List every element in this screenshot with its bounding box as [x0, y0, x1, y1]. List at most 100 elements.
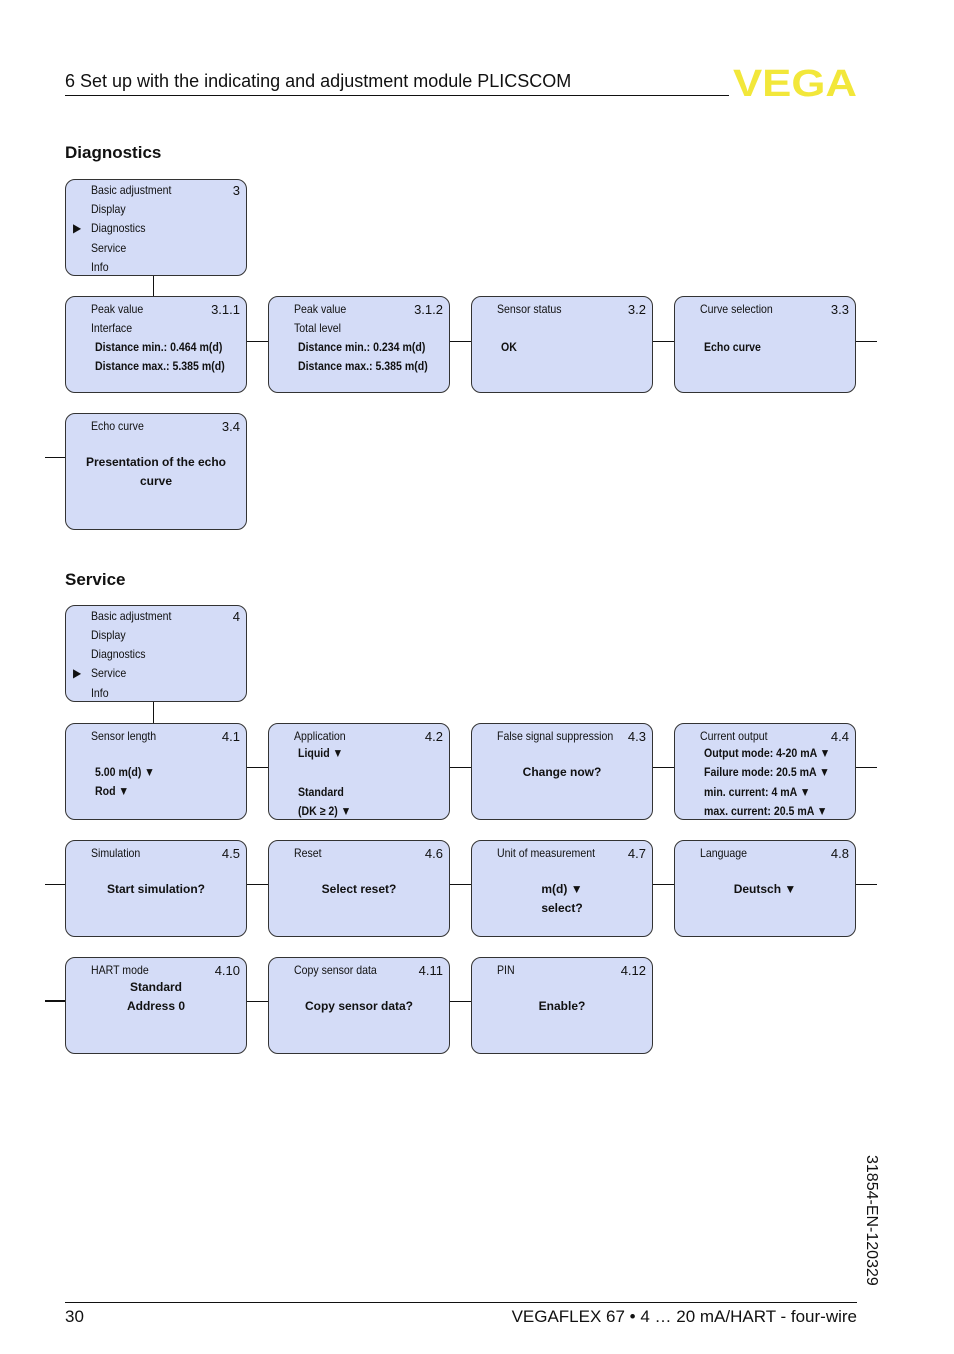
connector — [45, 457, 65, 458]
menu-item-selected: Diagnostics — [91, 221, 146, 235]
box-number: 3.3 — [830, 302, 849, 317]
menu-item: Display — [91, 202, 126, 216]
menu-item: Basic adjustment — [91, 183, 172, 197]
box-3-4: Echo curve 3.4 Presentation of the echo … — [65, 413, 247, 530]
box-subtitle: Interface — [91, 321, 133, 335]
connector — [450, 767, 471, 768]
box-number: 3.4 — [221, 419, 240, 434]
menu-number: 4 — [232, 609, 240, 624]
connector — [856, 884, 877, 885]
box-number: 4.2 — [424, 729, 443, 744]
box-3-1-2: Peak value 3.1.2 Total level Distance mi… — [268, 296, 450, 393]
box-value: Standard — [298, 785, 344, 799]
box-title: Copy sensor data — [294, 963, 377, 977]
box-value: Liquid ▼ — [298, 746, 344, 760]
box-4-11: Copy sensor data 4.11 Copy sensor data? — [268, 957, 450, 1054]
box-value: Deutsch ▼ — [733, 882, 797, 896]
connector — [45, 1000, 65, 1002]
box-number: 3.1.1 — [211, 302, 240, 317]
box-value: Failure mode: 20.5 mA ▼ — [704, 765, 830, 779]
box-value: Output mode: 4-20 mA ▼ — [704, 746, 831, 760]
box-4-1: Sensor length 4.1 5.00 m(d) ▼ Rod ▼ — [65, 723, 247, 820]
box-value: Echo curve — [704, 340, 761, 354]
diagnostics-heading: Diagnostics — [65, 143, 162, 162]
vega-logo: VEGA — [733, 64, 857, 100]
connector — [153, 702, 154, 723]
connector — [153, 276, 154, 296]
box-value: 5.00 m(d) ▼ — [95, 765, 155, 779]
connector — [450, 1001, 471, 1002]
box-title: Unit of measurement — [497, 846, 596, 860]
box-title: PIN — [497, 963, 515, 977]
box-number: 4.5 — [221, 846, 240, 861]
connector — [450, 341, 471, 342]
box-title: Simulation — [91, 846, 141, 860]
connector — [856, 767, 877, 768]
box-4-5: Simulation 4.5 Start simulation? — [65, 840, 247, 937]
connector — [45, 884, 65, 885]
connector — [856, 341, 877, 342]
service-menu-box: Basic adjustment 4 Display Diagnostics ▶… — [65, 605, 247, 702]
box-title: Sensor length — [91, 729, 157, 743]
box-4-8: Language 4.8 Deutsch ▼ — [674, 840, 856, 937]
box-number: 3.2 — [627, 302, 646, 317]
menu-item-selected: Service — [91, 666, 127, 680]
box-3-1-1: Peak value 3.1.1 Interface Distance min.… — [65, 296, 247, 393]
box-3-3: Curve selection 3.3 Echo curve — [674, 296, 856, 393]
box-number: 4.12 — [620, 963, 646, 978]
box-title: Reset — [294, 846, 322, 860]
box-title: Sensor status — [497, 302, 562, 316]
logo-text: VEGA — [733, 64, 857, 100]
box-value: Distance max.: 5.385 m(d) — [95, 359, 225, 373]
box-value: Rod ▼ — [95, 784, 129, 798]
menu-item: Info — [91, 260, 109, 274]
service-heading: Service — [65, 570, 126, 589]
box-4-10: HART mode 4.10 Standard Address 0 — [65, 957, 247, 1054]
box-title: Peak value — [294, 302, 347, 316]
box-4-2: Application 4.2 Liquid ▼ Standard (DK ≥ … — [268, 723, 450, 820]
connector — [653, 767, 674, 768]
chapter-heading: 6 Set up with the indicating and adjustm… — [65, 71, 572, 91]
diagnostics-menu-box: Basic adjustment 3 Display ▶ Diagnostics… — [65, 179, 247, 276]
box-number: 4.6 — [424, 846, 443, 861]
box-value: Distance min.: 0.234 m(d) — [298, 340, 426, 354]
box-value: OK — [501, 340, 517, 354]
box-title: HART mode — [91, 963, 149, 977]
product-name: VEGAFLEX 67 • 4 … 20 mA/HART - four-wire — [511, 1307, 857, 1326]
menu-item: Display — [91, 628, 126, 642]
box-value: Distance max.: 5.385 m(d) — [298, 359, 428, 373]
box-value: select? — [541, 901, 583, 915]
box-number: 4.3 — [627, 729, 646, 744]
box-title: Echo curve — [91, 419, 144, 433]
connector — [247, 341, 268, 342]
box-value: m(d) ▼ — [541, 882, 583, 896]
box-value: Copy sensor data? — [304, 999, 414, 1013]
page-number: 30 — [65, 1307, 84, 1326]
box-value: Standard — [129, 980, 182, 994]
box-value: Change now? — [522, 765, 602, 779]
box-number: 4.4 — [830, 729, 849, 744]
selection-arrow-icon: ▶ — [73, 666, 82, 680]
footer-rule — [65, 1302, 857, 1303]
box-title: Current output — [700, 729, 768, 743]
box-number: 4.10 — [214, 963, 240, 978]
connector — [653, 884, 674, 885]
box-value: (DK ≥ 2) ▼ — [298, 804, 352, 818]
box-4-12: PIN 4.12 Enable? — [471, 957, 653, 1054]
box-value: Distance min.: 0.464 m(d) — [95, 340, 223, 354]
selection-arrow-icon: ▶ — [73, 221, 82, 235]
box-number: 4.1 — [221, 729, 240, 744]
box-title: Application — [294, 729, 346, 743]
box-value: Start simulation? — [106, 882, 205, 896]
menu-item: Diagnostics — [91, 647, 146, 661]
box-4-6: Reset 4.6 Select reset? — [268, 840, 450, 937]
box-title: Language — [700, 846, 747, 860]
connector — [247, 767, 268, 768]
box-value: curve — [139, 474, 173, 488]
box-number: 3.1.2 — [414, 302, 443, 317]
box-value: Address 0 — [126, 999, 186, 1013]
document-number: 31854-EN-120329 — [863, 1155, 880, 1286]
connector — [247, 884, 268, 885]
box-subtitle: Total level — [294, 321, 341, 335]
box-value: Enable? — [538, 999, 586, 1013]
